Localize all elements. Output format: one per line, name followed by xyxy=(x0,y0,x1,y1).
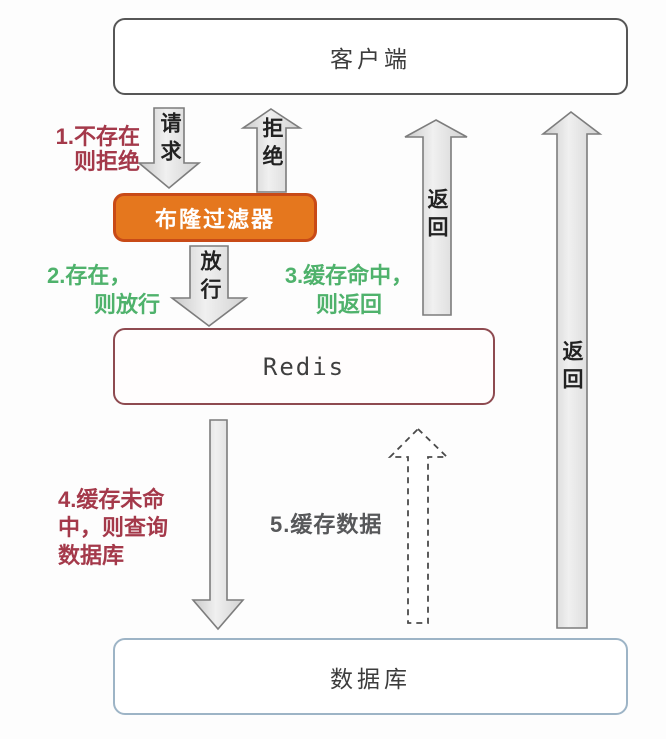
step3-line2: 则返回 xyxy=(315,292,382,317)
step1-not-exist-reject-label: 1.不存在 则拒绝 xyxy=(28,124,140,174)
database-node: 数据库 xyxy=(113,638,628,715)
step3-cache-hit-return-label: 3.缓存命中， 则返回 xyxy=(273,261,425,319)
request-arrow-label: 请求 xyxy=(158,112,181,168)
request-down-arrow xyxy=(136,107,202,190)
step4-cache-miss-query-label: 4.缓存未命 中，则查询 数据库 xyxy=(58,486,168,570)
redis-label: Redis xyxy=(262,352,346,381)
bloom-filter-node: 布隆过滤器 xyxy=(113,193,317,242)
return-mid-arrow-label: 返回 xyxy=(425,188,448,244)
database-label: 数据库 xyxy=(330,665,411,692)
client-node: 客户端 xyxy=(113,18,628,95)
redis-node: Redis xyxy=(113,328,495,405)
return-mid-up-arrow xyxy=(404,119,468,316)
query-db-down-arrow xyxy=(191,419,245,631)
step3-line1: 3.缓存命中， xyxy=(284,263,414,288)
step4-line2: 中，则查询 xyxy=(58,515,169,540)
step4-line1: 4.缓存未命 xyxy=(58,487,165,512)
pass-arrow-label: 放行 xyxy=(198,250,221,306)
client-label: 客户端 xyxy=(330,45,411,72)
step2-line1: 2.存在， xyxy=(47,263,132,288)
reject-up-arrow xyxy=(240,108,303,193)
pass-down-arrow xyxy=(169,245,249,328)
step2-line2: 则放行 xyxy=(94,292,161,317)
step1-line1: 1.不存在 xyxy=(55,124,140,149)
reject-arrow-label: 拒绝 xyxy=(260,117,283,173)
return-right-up-arrow xyxy=(540,110,603,629)
bloom-filter-label: 布隆过滤器 xyxy=(154,206,275,232)
step2-exist-pass-label: 2.存在， 则放行 xyxy=(47,261,160,319)
step4-line3: 数据库 xyxy=(58,543,125,568)
step5-cache-data-label: 5.缓存数据 xyxy=(270,507,382,539)
step5-line1: 5.缓存数据 xyxy=(270,512,383,537)
cache-data-dashed-up-arrow xyxy=(387,427,450,624)
step1-line2: 则拒绝 xyxy=(73,149,140,174)
return-right-arrow-label: 返回 xyxy=(560,340,583,396)
